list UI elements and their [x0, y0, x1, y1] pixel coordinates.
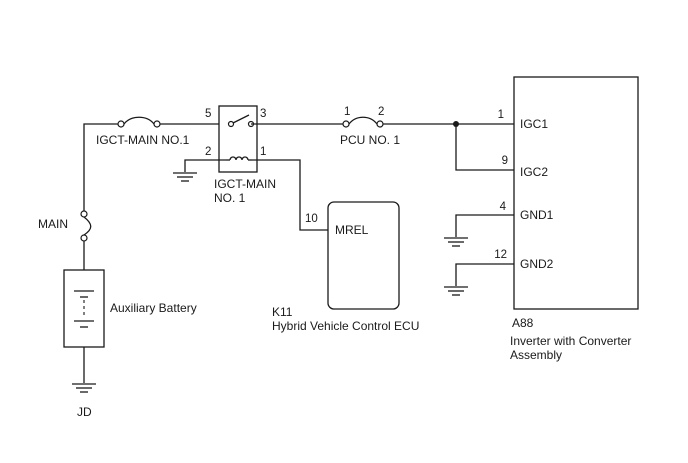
- ground-symbol-gnd2: [444, 286, 468, 296]
- relay-pin-1: 1: [260, 146, 266, 158]
- ground-jd-label: JD: [77, 405, 92, 419]
- inverter-pin-gnd2: 12: [494, 249, 507, 261]
- fuse-main: [80, 210, 92, 242]
- fuse-igct-main-no1-label: IGCT-MAIN NO.1: [96, 133, 190, 147]
- fuse-pcu-no1: [342, 116, 384, 128]
- ground-symbol-relay: [173, 172, 197, 182]
- relay-pin-3: 3: [260, 108, 266, 120]
- ecu-terminal-mrel: MREL: [335, 223, 369, 237]
- wire-battery-to-igct-fuse: [83, 123, 118, 211]
- inverter-terminal-igc1: IGC1: [520, 117, 548, 131]
- ecu-box: [327, 201, 400, 310]
- relay-pin-2: 2: [205, 146, 211, 158]
- inverter-pin-igc1: 1: [498, 109, 504, 121]
- wire-relay-pin2-ground: [184, 159, 226, 172]
- relay-label-line1: IGCT-MAIN: [214, 177, 276, 191]
- inverter-box: [513, 76, 639, 310]
- wire-relay-pin1-to-ecu: [252, 159, 329, 231]
- ecu-name: Hybrid Vehicle Control ECU: [272, 319, 419, 333]
- inverter-name-line2: Assembly: [510, 348, 562, 362]
- fuse-pcu-no1-label: PCU NO. 1: [340, 133, 400, 147]
- pcu-fuse-pin-1: 1: [344, 106, 350, 118]
- relay-igct-main-no1: [218, 105, 258, 173]
- fuse-main-label: MAIN: [38, 217, 68, 231]
- ground-symbol-jd: [72, 383, 96, 393]
- pcu-fuse-pin-2: 2: [378, 106, 384, 118]
- inverter-code: A88: [512, 316, 534, 330]
- ground-symbol-gnd1: [444, 237, 468, 247]
- fuse-igct-main-no1: [117, 116, 161, 128]
- inverter-terminal-gnd2: GND2: [520, 257, 554, 271]
- inverter-terminal-igc2: IGC2: [520, 165, 548, 179]
- relay-pin-5: 5: [205, 108, 211, 120]
- battery-label: Auxiliary Battery: [110, 301, 197, 315]
- inverter-name-line1: Inverter with Converter: [510, 334, 631, 348]
- inverter-pin-igc2: 9: [502, 155, 508, 167]
- relay-label-line2: NO. 1: [214, 191, 246, 205]
- ecu-pin-10: 10: [305, 213, 318, 225]
- wire-gnd1-ground: [455, 214, 514, 237]
- inverter-pin-gnd1: 4: [500, 201, 507, 213]
- ecu-code: K11: [272, 305, 293, 319]
- auxiliary-battery: [63, 269, 105, 348]
- wire-junction-to-igc2: [455, 124, 514, 171]
- wire-gnd2-ground: [455, 263, 514, 286]
- inverter-terminal-gnd1: GND1: [520, 208, 554, 222]
